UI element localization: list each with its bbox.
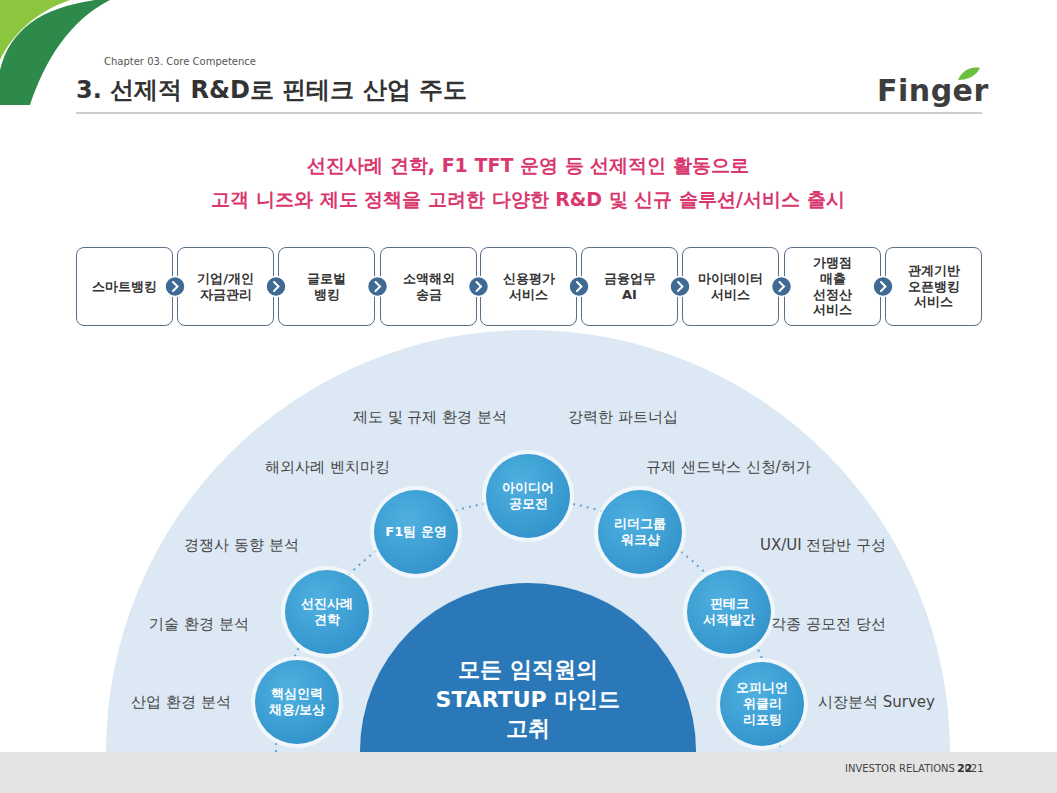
arrow-connector <box>266 277 286 297</box>
header-rule <box>76 113 982 114</box>
process-box: 금융업무 AI <box>581 247 678 326</box>
arrow-connector <box>569 277 589 297</box>
activity-circle: F1팀 운영 <box>374 490 458 574</box>
process-box: 스마트뱅킹 <box>76 247 173 326</box>
process-box: 마이데이터 서비스 <box>682 247 779 326</box>
activity-label: 각종 공모전 당선 <box>771 615 886 634</box>
node-text: 핀테크 서적발간 <box>696 596 762 629</box>
process-box: 기업/개인 자금관리 <box>177 247 274 326</box>
footer-band <box>0 752 1057 793</box>
node-text: 스마트뱅킹 <box>92 279 158 295</box>
node-text: 금융업무 AI <box>597 271 663 302</box>
arrow-connector <box>670 277 690 297</box>
node-text: 오피니언 위클리 리포팅 <box>729 680 795 729</box>
activity-label: 제도 및 규제 환경 분석 <box>353 408 507 427</box>
arrow-connector <box>469 277 489 297</box>
page-label: 22 <box>957 762 972 775</box>
page-label: 고객 니즈와 제도 정책을 고려한 다양한 R&D 및 신규 솔루션/서비스 출… <box>211 187 844 213</box>
node-text: 관계기반 오픈뱅킹 서비스 <box>901 263 967 310</box>
outer-arc <box>106 330 950 752</box>
process-box: 가맹점 매출 선정산 서비스 <box>784 247 881 326</box>
activity-label: 해외사례 벤치마킹 <box>265 458 390 477</box>
node-text: 기업/개인 자금관리 <box>193 271 259 302</box>
activity-circle: 리더그룹 워크샵 <box>598 490 682 574</box>
activity-label: 경쟁사 동향 분석 <box>184 536 299 555</box>
activity-label: 강력한 파트너십 <box>568 408 678 427</box>
arrow-connector <box>368 277 388 297</box>
node-text: 선진사례 견학 <box>294 596 360 629</box>
process-box: 관계기반 오픈뱅킹 서비스 <box>885 247 982 326</box>
page-label: Chapter 03. Core Competence <box>104 56 256 67</box>
logo-text: Finger <box>877 73 989 108</box>
page-label: 선진사례 견학, F1 TFT 운영 등 선제적인 활동으로 <box>307 153 749 179</box>
process-box: 글로벌 뱅킹 <box>278 247 375 326</box>
node-text: F1팀 운영 <box>383 524 449 540</box>
activity-circle: 오피니언 위클리 리포팅 <box>720 662 804 746</box>
arrow-connector <box>772 277 792 297</box>
node-text: 마이데이터 서비스 <box>698 271 764 302</box>
process-box: 소액해외 송금 <box>380 247 477 326</box>
activity-label: 시장분석 Survey <box>818 693 935 712</box>
node-text: 소액해외 송금 <box>396 271 462 302</box>
core-semicircle: 모든 임직원의 STARTUP 마인드 고취 <box>360 583 696 752</box>
node-text: 모든 임직원의 STARTUP 마인드 고취 <box>412 655 644 744</box>
activity-circle: 핵심인력 채용/보상 <box>255 660 339 744</box>
node-text: 가맹점 매출 선정산 서비스 <box>800 255 866 317</box>
node-text: 핵심인력 채용/보상 <box>264 686 330 719</box>
process-box: 신용평가 서비스 <box>480 247 577 326</box>
node-text: 리더그룹 워크샵 <box>607 516 673 549</box>
page-title: 3. 선제적 R&D로 핀테크 산업 주도 <box>76 74 467 106</box>
activity-label: UX/UI 전담반 구성 <box>760 536 886 555</box>
activity-label: 기술 환경 분석 <box>149 615 249 634</box>
node-text: 신용평가 서비스 <box>496 271 562 302</box>
arrow-connector <box>165 277 185 297</box>
arrow-connector <box>873 277 893 297</box>
activity-circle: 핀테크 서적발간 <box>687 570 771 654</box>
node-text: 글로벌 뱅킹 <box>294 271 360 302</box>
activity-label: 규제 샌드박스 신청/허가 <box>646 458 811 477</box>
activity-circle: 선진사례 견학 <box>285 570 369 654</box>
activity-label: 산업 환경 분석 <box>131 693 231 712</box>
activity-circle: 아이디어 공모전 <box>486 454 570 538</box>
leaf-light <box>0 0 70 60</box>
node-text: 아이디어 공모전 <box>495 480 561 513</box>
